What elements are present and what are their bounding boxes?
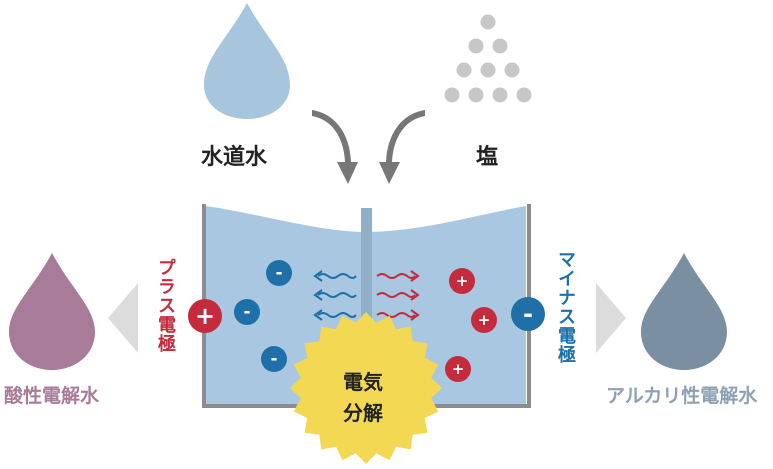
salt-dots-icon <box>444 14 532 103</box>
membrane <box>361 208 372 334</box>
right-curved-arrow-icon <box>379 110 425 184</box>
acidic-water-label: 酸性電解水 <box>4 385 100 407</box>
minus-electrode: - <box>511 297 545 331</box>
salt-label: 塩 <box>476 145 499 170</box>
wavy-arrows-right <box>376 270 420 321</box>
left-chevron-icon <box>108 283 138 353</box>
acidic-water-drop-icon <box>9 253 95 370</box>
electrolysis-burst <box>290 312 442 464</box>
tap-water-label: 水道水 <box>201 145 268 170</box>
tap-water-drop-icon <box>204 3 290 119</box>
wavy-arrows-left <box>313 270 357 321</box>
electrolysis-label-line1: 電気 <box>343 370 383 394</box>
flow-arrows <box>312 110 425 184</box>
negative-ion: - <box>266 260 292 286</box>
left-curved-arrow-icon <box>312 110 358 184</box>
minus-electrode-label: マイナス電極 <box>555 250 576 364</box>
positive-ion: + <box>471 307 497 333</box>
right-chevron-icon <box>596 283 626 353</box>
alkaline-water-drop-icon <box>641 253 727 370</box>
electrolysis-label-line2: 分解 <box>343 401 383 425</box>
negative-ion: - <box>261 346 287 372</box>
positive-ion: + <box>445 356 471 382</box>
plus-electrode-label: プラス電極 <box>155 258 176 353</box>
positive-ion: + <box>449 268 475 294</box>
plus-electrode: + <box>188 299 222 333</box>
negative-ion: - <box>234 299 260 325</box>
alkaline-water-label: アルカリ性電解水 <box>606 385 758 407</box>
